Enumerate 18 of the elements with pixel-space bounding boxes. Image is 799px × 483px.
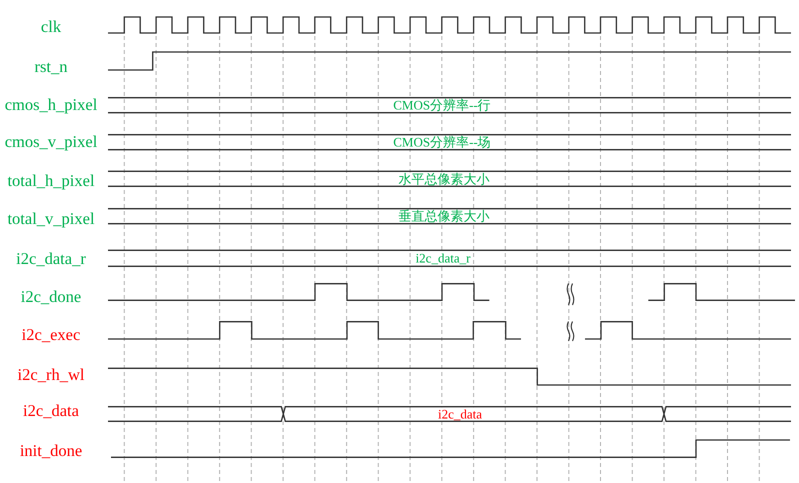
signal-name: i2c_exec (22, 326, 80, 344)
signal-name: total_v_pixel (7, 210, 95, 228)
signal-name: cmos_h_pixel (4, 96, 98, 114)
bus-value-label: CMOS分辨率--行 (392, 98, 492, 112)
bus-value-label: i2c_data_r (414, 252, 472, 264)
signal-name: i2c_done (20, 288, 82, 306)
signal-name: init_done (20, 442, 82, 460)
signal-name: rst_n (34, 58, 68, 76)
bus-value-label: 水平总像素大小 (398, 172, 490, 186)
signal-name: i2c_data (23, 402, 79, 420)
bus-value-label: CMOS分辨率--场 (392, 136, 492, 148)
bus-value-label: 垂直总像素大小 (398, 210, 490, 222)
bus-value-label: i2c_data (436, 408, 484, 420)
signal-name: i2c_data_r (16, 250, 86, 268)
signal-name: total_h_pixel (7, 172, 95, 190)
signal-name: i2c_rh_wl (18, 366, 84, 384)
signal-name: clk (40, 18, 62, 36)
signal-name: cmos_v_pixel (4, 134, 98, 150)
